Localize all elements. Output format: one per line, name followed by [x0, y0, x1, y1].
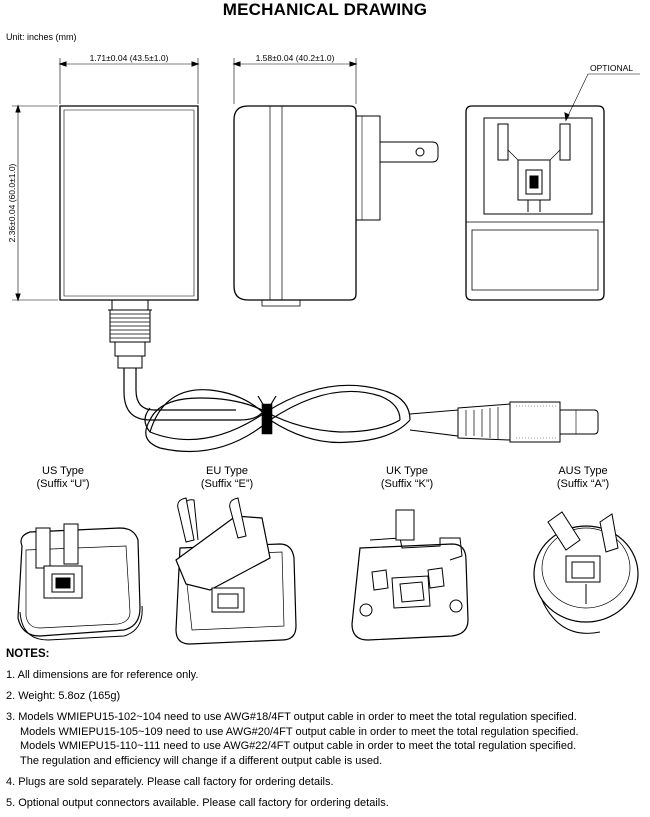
dimension-depth — [232, 58, 358, 104]
note-item: 4. Plugs are sold separately. Please cal… — [6, 775, 334, 788]
back-view — [465, 73, 640, 301]
plug-label-uk: UK Type (Suffix “K”) — [342, 465, 472, 491]
us-plug-image — [17, 523, 143, 641]
plug-label-eu: EU Type (Suffix “E”) — [162, 465, 292, 491]
optional-label: OPTIONAL — [590, 63, 633, 73]
unit-label: Unit: inches (mm) — [6, 32, 77, 42]
note-line: 3. Models WMIEPU15-102~104 need to use A… — [6, 711, 577, 723]
note-line: Models WMIEPU15-105~109 need to use AWG#… — [20, 725, 579, 738]
eu-plug-image — [175, 497, 297, 645]
plug-suffix: (Suffix “U”) — [36, 478, 90, 490]
plug-suffix: (Suffix “K”) — [380, 478, 434, 490]
dim-depth-label: 1.58±0.04 (40.2±1.0) — [256, 53, 335, 63]
plug-suffix: (Suffix “E”) — [200, 478, 254, 490]
plug-label-aus: AUS Type (Suffix “A”) — [518, 465, 648, 491]
note-line: The regulation and efficiency will chang… — [20, 754, 383, 767]
plug-label-us: US Type (Suffix “U”) — [0, 465, 128, 491]
dimension-width — [58, 58, 200, 104]
plug-type: UK Type — [386, 465, 428, 477]
output-cable — [123, 368, 599, 453]
note-line: Models WMIEPU15-110~111 need to use AWG#… — [20, 740, 577, 752]
side-view — [233, 105, 439, 307]
note-item-3: 3. Models WMIEPU15-102~104 need to use A… — [6, 710, 646, 768]
notes-title: NOTES: — [6, 648, 50, 660]
plug-type: EU Type — [206, 465, 248, 477]
dim-width-label: 1.71±0.04 (43.5±1.0) — [90, 53, 169, 63]
note-item: 1. All dimensions are for reference only… — [6, 669, 199, 681]
uk-plug-image — [351, 509, 469, 641]
note-item: 2. Weight: 5.8oz (165g) — [6, 690, 121, 702]
plug-type: AUS Type — [558, 465, 608, 477]
plug-suffix: (Suffix “A”) — [556, 478, 610, 490]
dimension-height — [12, 104, 58, 302]
mechanical-drawing: 1.71±0.04 (43.5±1.0) 1.58±0.04 (40.2±1.0… — [7, 53, 640, 645]
note-item: 5. Optional output connectors available.… — [6, 796, 389, 809]
page-title: MECHANICAL DRAWING — [222, 0, 428, 19]
dim-height-label: 2.36±0.04 (60.0±1.0) — [7, 163, 17, 242]
notes-list: 1. All dimensions are for reference only… — [6, 668, 646, 817]
aus-plug-image — [533, 511, 639, 634]
plug-type: US Type — [42, 465, 84, 477]
front-view — [59, 105, 199, 369]
